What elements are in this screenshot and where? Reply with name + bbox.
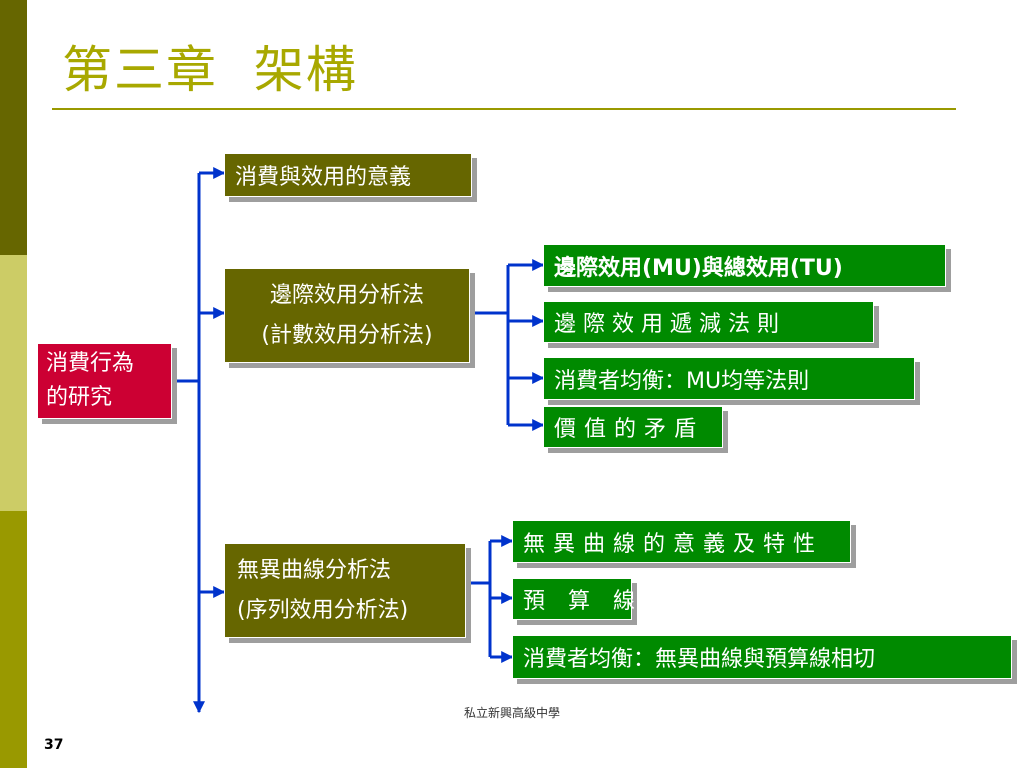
node-indifference-meaning: 無異曲線的意義及特性 [512,520,851,563]
slide-footer: 私立新興高級中學 [463,706,560,720]
node-utility-meaning-label: 消費與效用的意義 [235,165,412,190]
node-marginal-utility-line2: (計數效用分析法) [261,322,433,348]
node-marginal-utility-line1: 邊際效用分析法 [269,282,424,308]
node-mu-tu-label: 邊際效用(MU)與總效用(TU) [554,255,843,281]
node-value-paradox-label: 價值的矛盾 [554,417,705,442]
node-mu-tu: 邊際效用(MU)與總效用(TU) [543,244,946,287]
node-indifference-line1: 無異曲線分析法 [237,557,392,583]
node-indifference-meaning-label: 無異曲線的意義及特性 [523,531,824,557]
root-node: 消費行為 的研究 [37,343,172,419]
sidebar-band-top [0,0,27,255]
root-node-line1: 消費行為 [46,351,135,376]
node-indifference-analysis: 無異曲線分析法 (序列效用分析法) [224,543,466,638]
node-equimarginal: 消費者均衡：MU均等法則 [543,357,915,400]
slide-title: 第三章 架構 [62,41,358,99]
sidebar-band-bottom [0,511,27,768]
node-indifference-line2: (序列效用分析法) [237,597,409,623]
title-underline [52,108,956,110]
node-equimarginal-label: 消費者均衡：MU均等法則 [554,368,810,394]
root-node-line2: 的研究 [46,385,113,410]
page-number: 37 [44,737,64,753]
node-tangency: 消費者均衡：無異曲線與預算線相切 [512,635,1012,679]
node-utility-meaning: 消費與效用的意義 [224,153,472,197]
node-tangency-label: 消費者均衡：無異曲線與預算線相切 [523,647,876,672]
node-diminishing-law-label: 邊 際 效 用 遞 減 法 則 [554,312,779,337]
sidebar-band-middle [0,255,27,511]
node-diminishing-law: 邊 際 效 用 遞 減 法 則 [543,301,874,343]
node-marginal-utility-analysis: 邊際效用分析法 (計數效用分析法) [224,268,470,363]
node-budget-line: 預 算 線 [512,578,635,620]
node-budget-line-label: 預 算 線 [523,589,643,614]
node-value-paradox: 價值的矛盾 [543,406,723,448]
